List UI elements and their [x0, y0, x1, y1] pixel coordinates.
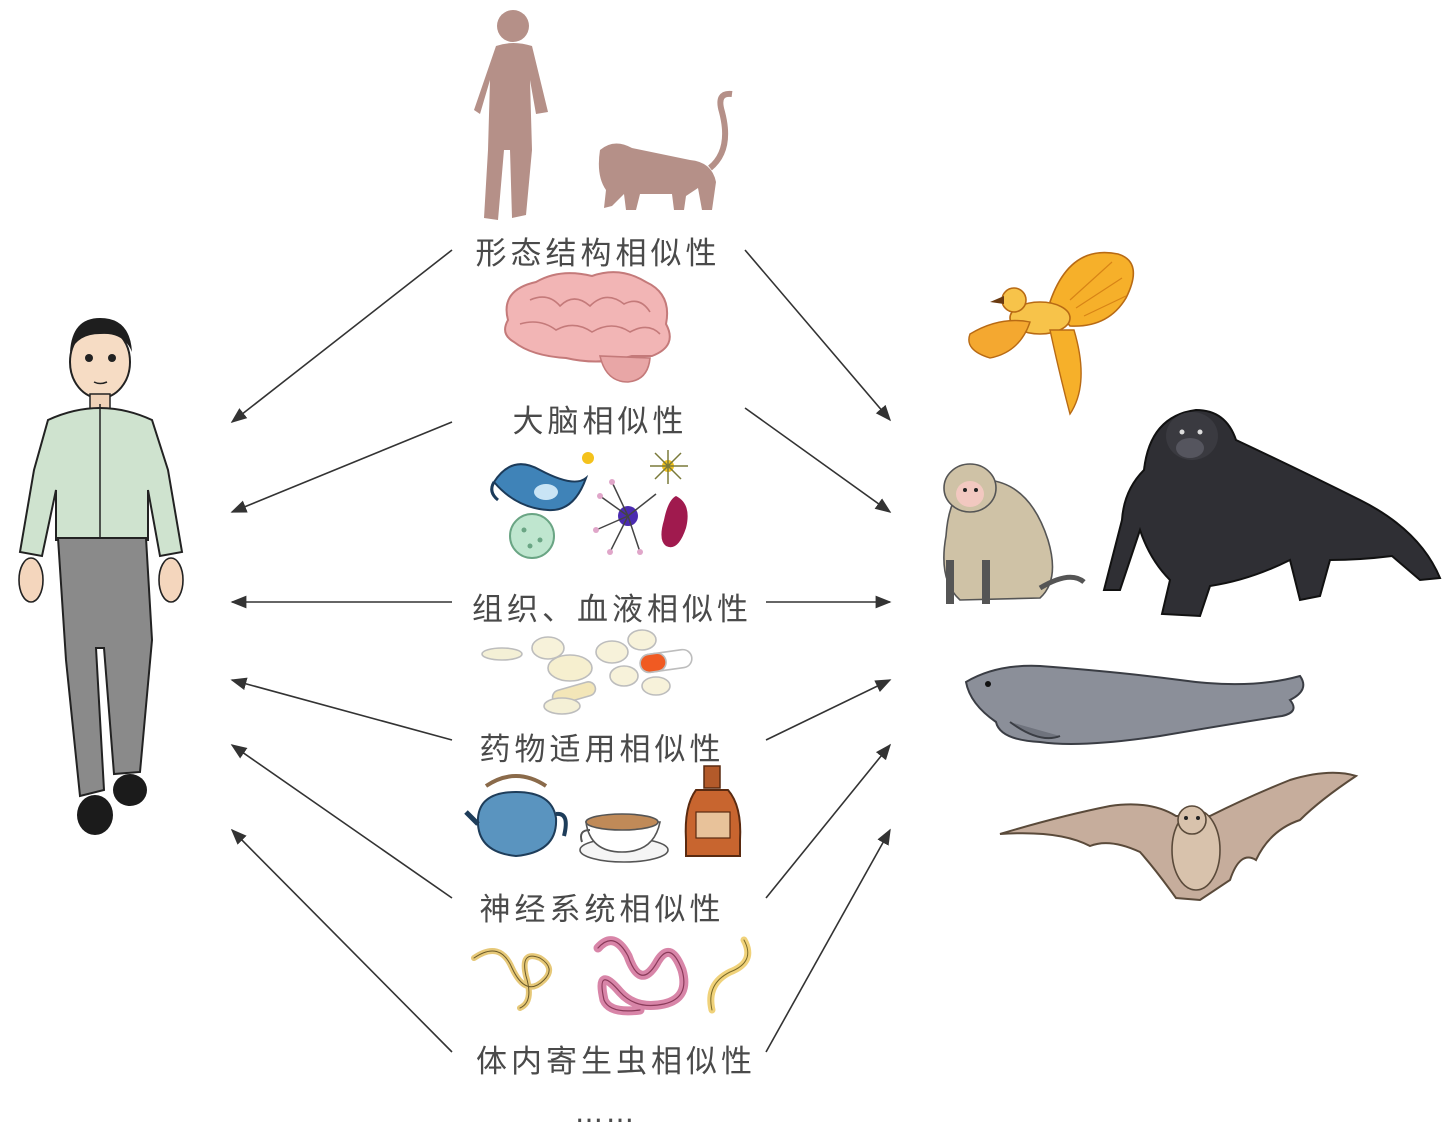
arrow-morph-left: [230, 249, 453, 423]
bird-icon: [968, 251, 1135, 416]
silhouette-human-monkey-icon: [474, 10, 733, 220]
gorilla-icon: [1102, 408, 1442, 618]
arrow-parasite-left: [230, 828, 453, 1053]
arrow-nerve-left: [230, 744, 453, 899]
arrow-brain-left: [230, 421, 453, 513]
arrow-drug-left: [230, 677, 453, 741]
arrow-brain-right: [744, 407, 892, 513]
arrow-parasite-right: [765, 828, 891, 1053]
ellipsis: ……: [575, 1096, 637, 1129]
arrows: [230, 249, 892, 1053]
seal-icon: [964, 664, 1305, 745]
brain-icon: [504, 271, 671, 383]
monkey-icon: [943, 463, 1086, 604]
cells-microbes-icon: [490, 450, 688, 559]
label-tissue-blood: 组织、血液相似性: [472, 592, 752, 628]
parasite-worms-icon: [471, 936, 752, 1016]
bat-icon: [999, 771, 1359, 902]
label-parasite: 体内寄生虫相似性: [476, 1044, 756, 1080]
label-nervous-system: 神经系统相似性: [479, 892, 725, 928]
pills-icon: [481, 629, 693, 715]
arrow-drug-right: [765, 679, 892, 741]
arrow-nerve-right: [765, 743, 892, 899]
human-figure-icon: [18, 318, 184, 835]
teapot-coffee-liquor-icon: [464, 765, 742, 863]
label-morphology: 形态结构相似性: [475, 236, 721, 272]
label-brain: 大脑相似性: [512, 404, 688, 440]
label-drug: 药物适用相似性: [479, 732, 725, 768]
arrow-morph-right: [744, 249, 892, 422]
